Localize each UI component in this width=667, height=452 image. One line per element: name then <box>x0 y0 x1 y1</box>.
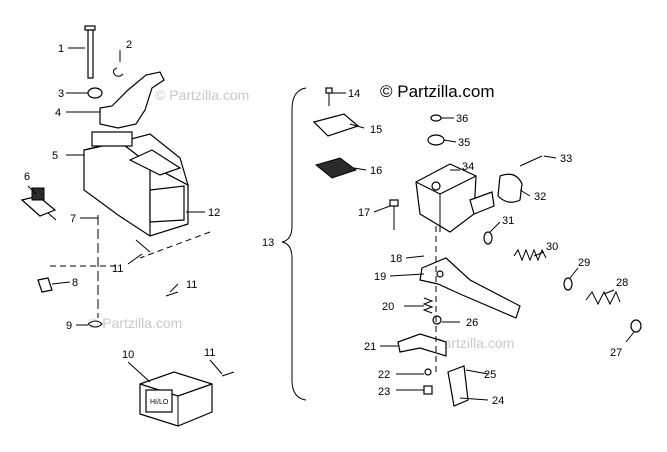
switch-button-part <box>20 187 57 221</box>
callout-10: 10 <box>122 349 134 361</box>
callout-21: 21 <box>364 341 376 353</box>
washer-part <box>430 114 442 122</box>
callout-19: 19 <box>374 271 386 283</box>
diaphragm-part <box>314 157 358 179</box>
leader-lines-left <box>27 47 223 383</box>
washer-part <box>432 315 442 325</box>
return-spring-part <box>422 297 434 314</box>
callout-22: 22 <box>378 369 390 381</box>
washer-part <box>87 87 103 99</box>
hi-lo-label: HI/LO <box>150 399 169 406</box>
callout-11a: 11 <box>112 263 123 275</box>
hi-lo-switch-part: HI/LO <box>139 371 213 427</box>
callout-34: 34 <box>462 161 474 173</box>
clamp-screw-part <box>519 155 543 167</box>
switch-housing-part <box>83 131 189 237</box>
spring-part <box>513 248 547 262</box>
alignment-line <box>139 231 211 259</box>
callout-1: 1 <box>58 43 64 55</box>
switch-screw-part <box>423 368 433 395</box>
clip-part <box>112 67 124 77</box>
callout-3: 3 <box>58 88 64 100</box>
callout-24: 24 <box>492 395 504 407</box>
callout-16: 16 <box>370 165 382 177</box>
callout-35: 35 <box>458 137 470 149</box>
bolt-part <box>84 25 96 79</box>
assembly-bracket <box>281 87 307 401</box>
o-ring-part <box>630 319 642 333</box>
brake-switch-part <box>447 365 469 407</box>
callout-2: 2 <box>126 39 132 51</box>
callout-17: 17 <box>358 207 370 219</box>
callout-9: 9 <box>66 320 72 332</box>
washer-part <box>563 277 573 291</box>
cap-part <box>427 134 445 146</box>
callout-15: 15 <box>370 124 382 136</box>
callout-28: 28 <box>616 277 628 289</box>
callout-14: 14 <box>348 88 360 100</box>
reservoir-cover-part <box>312 113 360 137</box>
screw-part <box>37 277 53 293</box>
cover-screw-part <box>325 87 333 106</box>
callout-11b: 11 <box>186 279 197 291</box>
callout-5: 5 <box>52 150 58 162</box>
callout-29: 29 <box>578 257 590 269</box>
throttle-lever-part <box>99 71 165 129</box>
callout-18: 18 <box>390 253 402 265</box>
callout-8: 8 <box>72 277 78 289</box>
pivot-bolt-part <box>389 199 399 230</box>
callout-26: 26 <box>466 317 478 329</box>
watermark-top-left: © Partzilla.com <box>155 87 249 103</box>
callout-20: 20 <box>382 301 394 313</box>
clamp-part <box>497 173 523 203</box>
callout-31: 31 <box>502 215 514 227</box>
watermark-bottom-left: © Partzilla.com <box>88 315 182 331</box>
callout-13: 13 <box>262 237 274 249</box>
switch-bracket-part <box>397 333 447 357</box>
callout-11c: 11 <box>204 347 215 359</box>
callout-25: 25 <box>484 369 496 381</box>
seal-part <box>483 231 493 245</box>
callout-4: 4 <box>55 107 61 119</box>
brake-lever-part <box>419 257 521 319</box>
boot-part <box>585 290 621 306</box>
master-cylinder-part <box>415 163 495 233</box>
callout-12: 12 <box>208 207 220 219</box>
callout-30: 30 <box>546 241 558 253</box>
callout-27: 27 <box>610 347 622 359</box>
callout-23: 23 <box>378 386 390 398</box>
callout-36: 36 <box>456 113 468 125</box>
callout-33: 33 <box>560 153 572 165</box>
pivot-hole <box>436 270 444 278</box>
callout-32: 32 <box>534 191 546 203</box>
retainer-clip-part <box>87 320 103 328</box>
callout-6: 6 <box>24 171 30 183</box>
small-screw-part <box>135 239 235 377</box>
leader-lines-right <box>332 92 635 401</box>
callout-7: 7 <box>70 213 76 225</box>
copyright-text: © Partzilla.com <box>380 82 495 101</box>
